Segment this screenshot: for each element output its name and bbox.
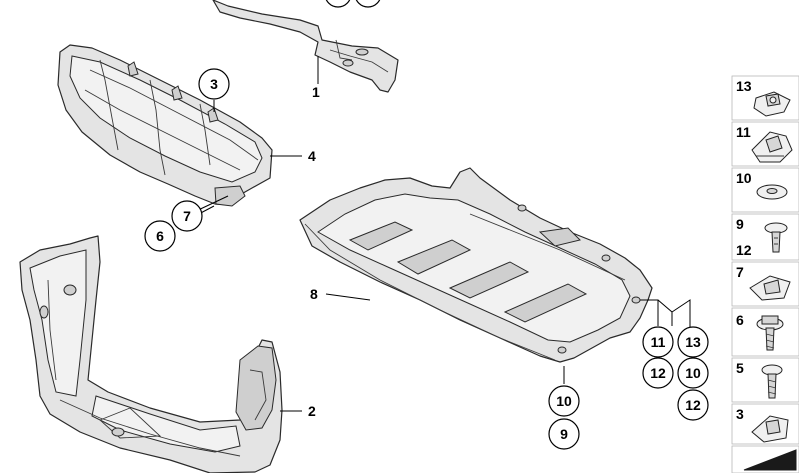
- label-8: 8: [310, 286, 318, 302]
- screw-icon: [761, 364, 783, 399]
- legend-row-11: 11: [731, 121, 799, 167]
- legend-row-7: 7: [731, 261, 799, 307]
- parts-wedge-icon: [743, 449, 797, 471]
- svg-text:10: 10: [685, 365, 701, 381]
- svg-text:13: 13: [736, 78, 752, 94]
- callout-12: 12: [642, 357, 674, 389]
- svg-text:5: 5: [736, 360, 744, 376]
- washer-icon: [756, 184, 788, 200]
- callout-3: 3: [198, 68, 230, 100]
- callout-7: 7: [171, 200, 203, 232]
- svg-text:3: 3: [210, 76, 218, 92]
- flange-screw-icon: [756, 315, 784, 351]
- clip-nut-icon: [753, 91, 791, 117]
- legend-row-10: 10: [731, 167, 799, 213]
- svg-text:11: 11: [651, 334, 666, 350]
- svg-text:9: 9: [560, 426, 568, 442]
- svg-text:7: 7: [183, 208, 191, 224]
- legend-row-5: 5: [731, 357, 799, 403]
- svg-text:13: 13: [685, 334, 701, 350]
- hardware-legend: 13 11 10 9: [731, 75, 799, 473]
- svg-text:10: 10: [736, 170, 752, 186]
- part-8-underbody-shield: [299, 167, 653, 363]
- svg-text:12: 12: [685, 397, 701, 413]
- cropped-callouts-top: [325, 0, 381, 8]
- svg-text:9: 9: [736, 216, 744, 232]
- expanding-rivet-icon: [764, 222, 788, 253]
- label-1: 1: [312, 84, 320, 100]
- callout-9: 9: [548, 418, 580, 450]
- svg-text:6: 6: [736, 312, 744, 328]
- part-1-upper-bracket: [212, 0, 399, 93]
- svg-text:6: 6: [156, 228, 164, 244]
- label-2: 2: [308, 403, 316, 419]
- svg-text:12: 12: [650, 365, 666, 381]
- svg-text:10: 10: [556, 393, 572, 409]
- callout-6: 6: [144, 220, 176, 252]
- svg-text:11: 11: [736, 124, 751, 140]
- legend-row-13: 13: [731, 75, 799, 121]
- spring-nut-icon: [749, 275, 791, 301]
- label-4: 4: [308, 148, 316, 164]
- legend-row-9-12: 9 12: [731, 213, 799, 261]
- svg-text:3: 3: [736, 406, 744, 422]
- clip-icon: [751, 415, 789, 443]
- callout-13: 13: [677, 326, 709, 358]
- legend-row-parts-wedge: [731, 445, 799, 473]
- legend-row-3: 3: [731, 403, 799, 445]
- svg-text:7: 7: [736, 264, 744, 280]
- callout-10: 10: [548, 385, 580, 417]
- part-2-front-frame: [19, 235, 283, 473]
- callout-10-right: 10: [677, 357, 709, 389]
- callout-12-right: 12: [677, 389, 709, 421]
- svg-text:12: 12: [736, 242, 752, 258]
- part-4-air-duct: [57, 44, 273, 207]
- callout-11: 11: [642, 326, 674, 358]
- spring-clip-icon: [751, 131, 793, 163]
- legend-row-6: 6: [731, 307, 799, 357]
